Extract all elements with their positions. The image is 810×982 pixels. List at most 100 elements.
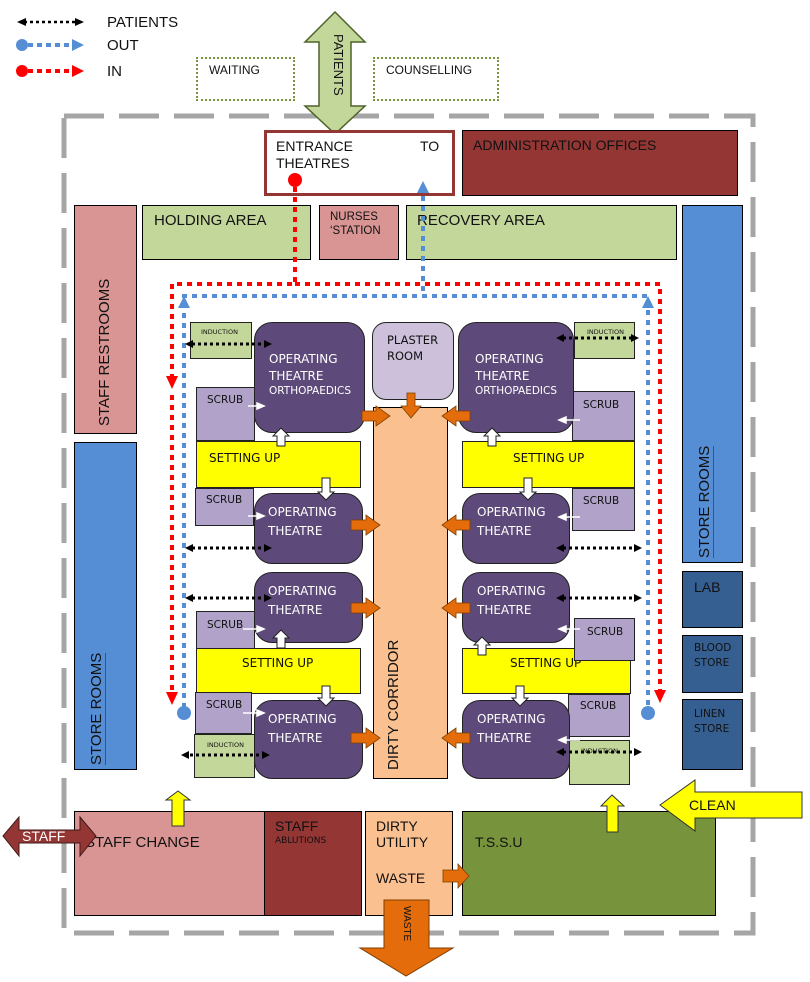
- operating-theatre: OPERATING THEATRE: [462, 572, 570, 643]
- setting-up-room: SETTING UP: [196, 441, 361, 488]
- nurses-label-line2: ‘STATION: [330, 225, 381, 237]
- entrance-label-line2: THEATRES: [276, 155, 350, 171]
- entrance-label-to: TO: [420, 138, 440, 154]
- ot-label-line2: THEATRE: [268, 603, 323, 617]
- operating-theatre: OPERATING THEATRE: [462, 493, 570, 564]
- lab: LAB: [682, 571, 743, 628]
- scrub-room: SCRUB: [568, 694, 630, 737]
- induction-label: INDUCTION: [587, 328, 624, 336]
- operating-theatre: OPERATING THEATRE: [462, 700, 570, 779]
- operating-theatre-orthopaedics: OPERATING THEATRE ORTHOPAEDICS: [254, 322, 365, 433]
- ot-label-line2: THEATRE: [475, 369, 530, 383]
- staff-restrooms: STAFF RESTROOMS: [74, 205, 137, 434]
- setting-up-label: SETTING UP: [513, 451, 585, 465]
- plaster-label-line2: ROOM: [387, 349, 424, 363]
- staff-abl-label-line1: STAFF: [275, 818, 319, 834]
- induction-room: INDUCTION: [574, 322, 635, 359]
- setting-up-label: SETTING UP: [510, 656, 582, 670]
- ot-label-specialty: ORTHOPAEDICS: [269, 385, 352, 397]
- plaster-label-line1: PLASTER: [387, 333, 439, 347]
- entrance-to-theatres: ENTRANCE TO THEATRES: [264, 130, 455, 196]
- store-rooms-left: STORE ROOMS: [74, 442, 137, 770]
- scrub-label: SCRUB: [207, 394, 244, 406]
- tssu: T.S.S.U: [462, 811, 716, 916]
- staff-abl-label-line2: ABLUTIONS: [275, 836, 327, 846]
- admin-label: ADMINISTRATION OFFICES: [473, 137, 657, 153]
- staff-change: STAFF CHANGE: [74, 811, 266, 916]
- legend-out-symbol: [16, 39, 84, 51]
- staff-restrooms-label: STAFF RESTROOMS: [96, 278, 113, 426]
- recovery-label: RECOVERY AREA: [417, 212, 545, 229]
- scrub-room: SCRUB: [572, 391, 635, 441]
- lab-label: LAB: [694, 579, 721, 595]
- plaster-room: PLASTER ROOM: [372, 322, 454, 400]
- ot-label-line1: OPERATING: [268, 712, 337, 726]
- ot-label-line1: OPERATING: [268, 505, 337, 519]
- store-rooms-right: STORE ROOMS: [682, 205, 743, 563]
- scrub-label: SCRUB: [583, 495, 620, 507]
- nurses-label-line1: NURSES: [330, 211, 378, 223]
- induction-label: INDUCTION: [207, 741, 244, 749]
- legend-patients-symbol: [17, 18, 84, 26]
- ot-label-line2: THEATRE: [268, 524, 323, 538]
- scrub-room: SCRUB: [195, 692, 252, 734]
- ot-label-line2: THEATRE: [268, 731, 323, 745]
- blood-store: BLOOD STORE: [682, 635, 743, 693]
- setting-up-room: SETTING UP: [196, 648, 361, 694]
- dirty-utility-label-line3: WASTE: [376, 870, 426, 886]
- counselling-label: COUNSELLING: [386, 63, 473, 77]
- waiting-label: WAITING: [209, 63, 260, 77]
- store-rooms-right-label: STORE ROOMS: [696, 445, 714, 558]
- dirty-utility-label-line2: UTILITY: [376, 834, 429, 850]
- setting-up-room: SETTING UP: [462, 441, 635, 488]
- patients-arrow-label: PATIENTS: [331, 34, 346, 96]
- legend-in-label: IN: [107, 63, 122, 80]
- waiting-area: WAITING: [196, 57, 295, 101]
- legend-in-symbol: [16, 65, 84, 77]
- ot-label-line1: OPERATING: [477, 505, 546, 519]
- blood-label-line2: STORE: [694, 657, 730, 669]
- dirty-utility: DIRTY UTILITY WASTE: [365, 811, 453, 916]
- induction-room: INDUCTION: [569, 740, 630, 785]
- scrub-room: SCRUB: [195, 488, 254, 526]
- induction-label: INDUCTION: [201, 328, 238, 336]
- scrub-room: SCRUB: [196, 387, 255, 441]
- ot-label-specialty: ORTHOPAEDICS: [475, 385, 558, 397]
- staff-change-label: STAFF CHANGE: [85, 834, 200, 851]
- entrance-label-line1: ENTRANCE: [276, 138, 354, 154]
- ot-label-line1: OPERATING: [477, 584, 546, 598]
- staff-arrow-label: STAFF: [22, 828, 66, 844]
- scrub-label: SCRUB: [583, 399, 620, 411]
- linen-store: LINEN STORE: [682, 699, 743, 770]
- recovery-area: RECOVERY AREA: [406, 205, 677, 260]
- clean-arrow-label: CLEAN: [689, 797, 736, 813]
- dirty-corridor: DIRTY CORRIDOR: [373, 407, 448, 779]
- operating-theatre: OPERATING THEATRE: [254, 493, 363, 564]
- tssu-label: T.S.S.U: [475, 834, 523, 850]
- ot-label-line2: THEATRE: [269, 369, 324, 383]
- operating-theatre: OPERATING THEATRE: [254, 700, 363, 779]
- legend-out-label: OUT: [107, 37, 139, 54]
- dirty-utility-label-line1: DIRTY: [376, 818, 418, 834]
- scrub-label: SCRUB: [206, 699, 243, 711]
- administration-offices: ADMINISTRATION OFFICES: [462, 130, 738, 196]
- linen-label-line2: STORE: [694, 723, 730, 735]
- setting-up-label: SETTING UP: [209, 451, 281, 465]
- counselling-area: COUNSELLING: [373, 57, 499, 101]
- legend-patients-label: PATIENTS: [107, 14, 179, 31]
- operating-theatre-orthopaedics: OPERATING THEATRE ORTHOPAEDICS: [458, 322, 574, 433]
- scrub-room: SCRUB: [572, 488, 635, 531]
- holding-label: HOLDING AREA: [154, 212, 267, 229]
- blood-label-line1: BLOOD: [694, 642, 732, 654]
- ot-label-line2: THEATRE: [477, 524, 532, 538]
- operating-theatre: OPERATING THEATRE: [254, 572, 363, 643]
- ot-label-line1: OPERATING: [268, 584, 337, 598]
- scrub-room: SCRUB: [574, 618, 635, 661]
- holding-area: HOLDING AREA: [142, 205, 311, 260]
- scrub-label: SCRUB: [580, 700, 617, 712]
- scrub-label: SCRUB: [587, 626, 624, 638]
- ot-label-line1: OPERATING: [477, 712, 546, 726]
- linen-label-line1: LINEN: [694, 708, 726, 720]
- ot-label-line2: THEATRE: [477, 603, 532, 617]
- induction-room: INDUCTION: [194, 734, 255, 778]
